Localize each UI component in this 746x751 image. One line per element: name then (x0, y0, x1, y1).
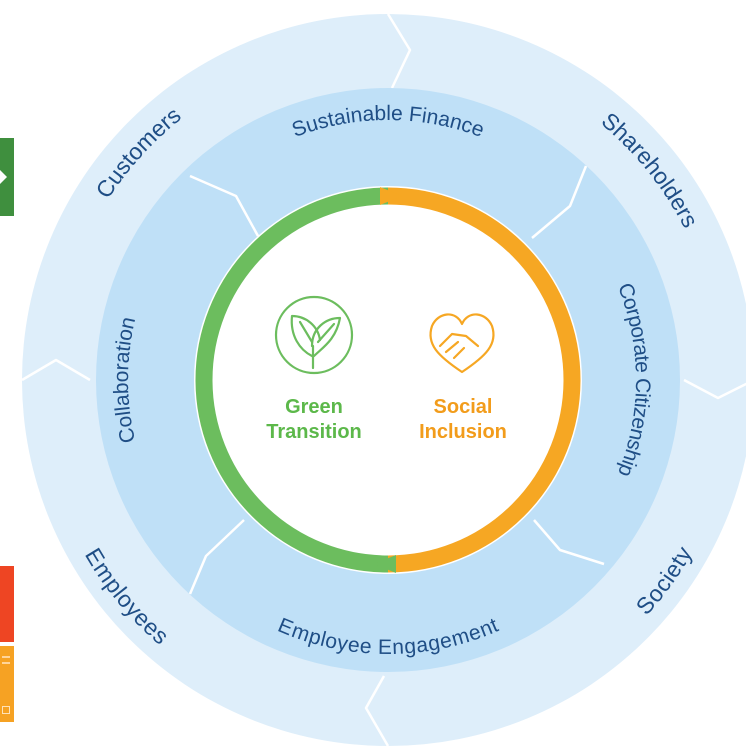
handshake-heart-icon (429, 313, 495, 374)
inner-divider-ne (531, 165, 588, 239)
orange-arc (387, 187, 581, 573)
leaves-icon (274, 295, 354, 375)
green-transition-line1: Green (285, 396, 343, 418)
green-transition-line2: Transition (266, 421, 362, 443)
red-tile (0, 566, 14, 642)
outer-divider-right (683, 378, 746, 400)
outer-divider-top (386, 13, 412, 89)
social-inclusion-line1: Social (434, 396, 493, 418)
chevron-right-icon (0, 170, 7, 184)
orange-tile (0, 646, 14, 722)
green-arc (195, 187, 389, 573)
outer-divider-left (21, 358, 91, 382)
inner-divider-sw (188, 519, 245, 595)
green-arrow-tile (0, 138, 14, 216)
social-inclusion-line2: Inclusion (419, 421, 507, 443)
inner-divider-nw (189, 174, 260, 237)
center-disk (194, 186, 582, 574)
inner-divider-se (533, 519, 605, 566)
outer-divider-bottom (364, 675, 390, 747)
